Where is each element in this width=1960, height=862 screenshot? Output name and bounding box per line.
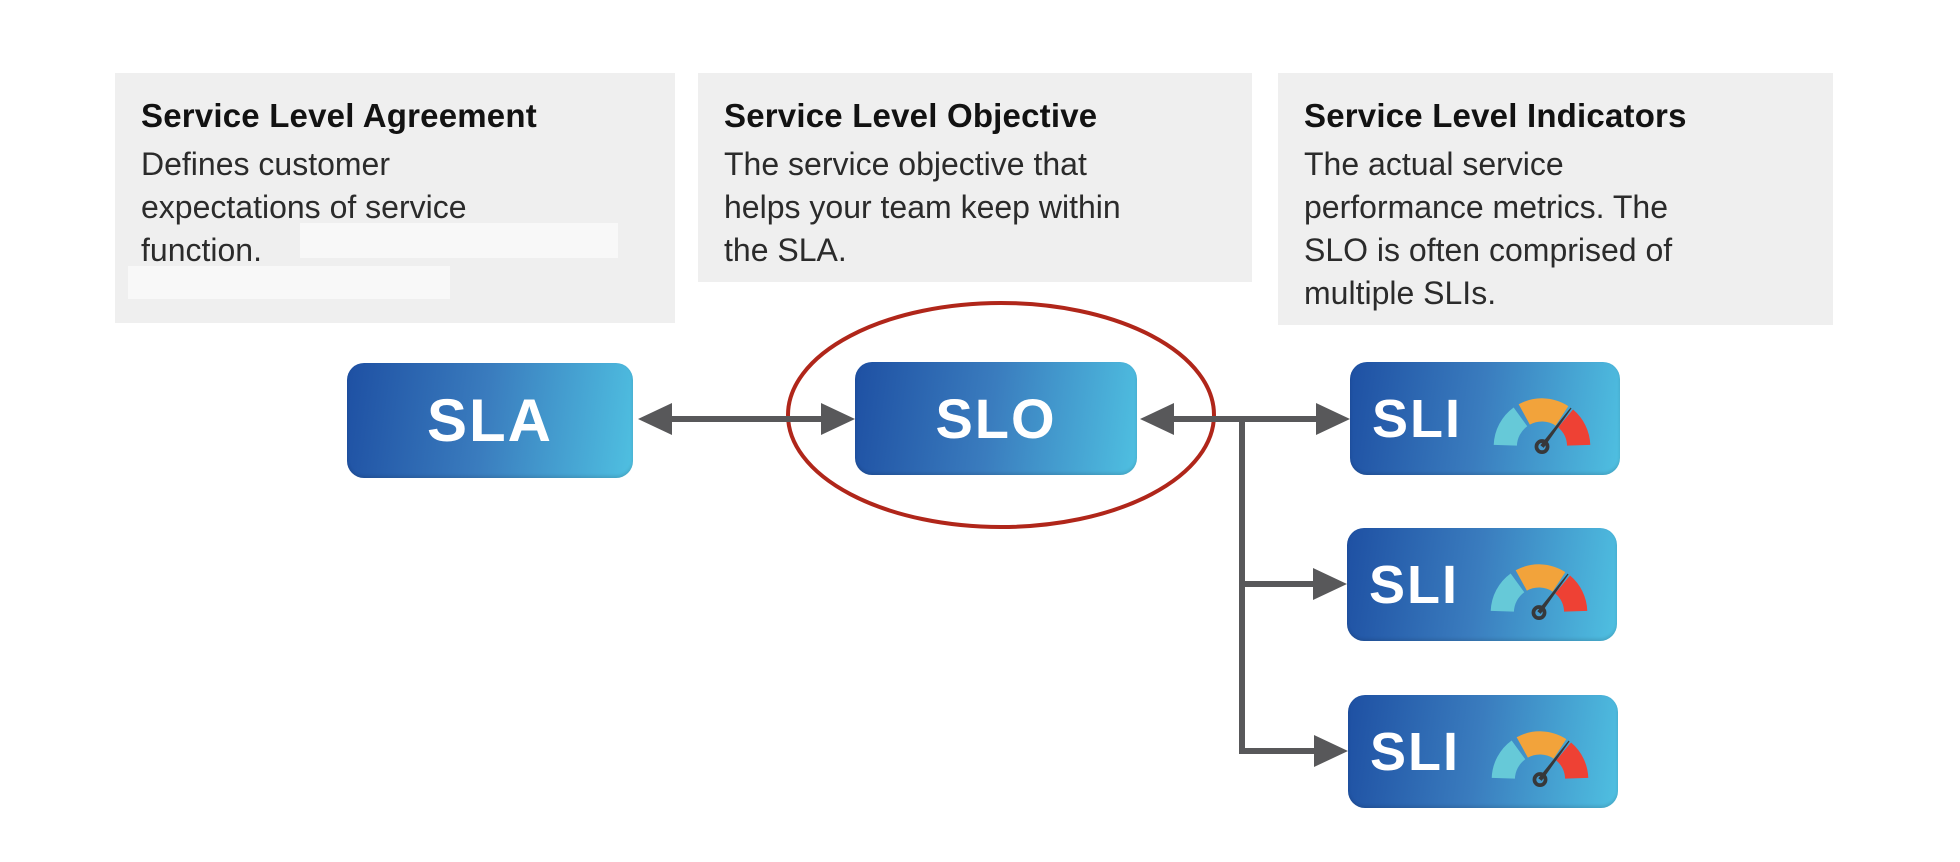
gauge-hub bbox=[1531, 605, 1547, 620]
card-body: The service objective that helps your te… bbox=[724, 146, 1121, 268]
redacted-text-bar bbox=[300, 223, 618, 258]
arrow-slo-sli-1 bbox=[1140, 403, 1350, 435]
gauge-hub bbox=[1534, 439, 1550, 454]
card-service-level-objective: Service Level Objective The service obje… bbox=[698, 73, 1252, 282]
card-service-level-agreement: Service Level Agreement Defines customer… bbox=[115, 73, 675, 323]
node-sli-3: SLI bbox=[1348, 695, 1618, 808]
node-sla: SLA bbox=[347, 363, 633, 478]
node-sli-label: SLI bbox=[1368, 554, 1459, 615]
gauge-needle bbox=[1537, 573, 1569, 614]
node-slo-label: SLO bbox=[935, 387, 1057, 450]
card-service-level-indicators: Service Level Indicators The actual serv… bbox=[1278, 73, 1833, 325]
node-sli-1: SLI bbox=[1350, 362, 1620, 475]
node-sli-label: SLI bbox=[1371, 388, 1462, 449]
node-sli-label: SLI bbox=[1369, 721, 1460, 782]
card-title: Service Level Agreement bbox=[141, 97, 537, 134]
card-title: Service Level Objective bbox=[724, 97, 1098, 134]
card-title: Service Level Indicators bbox=[1304, 97, 1687, 134]
arrow-branch-sli-3 bbox=[1239, 735, 1348, 767]
gauge-meter-icon bbox=[1491, 731, 1589, 787]
gauge-needle bbox=[1538, 740, 1570, 781]
arrow-sla-slo bbox=[638, 403, 855, 435]
gauge-meter-icon bbox=[1490, 564, 1588, 620]
gauge-needle bbox=[1540, 407, 1572, 448]
node-sli-2: SLI bbox=[1347, 528, 1617, 641]
card-body: The actual service performance metrics. … bbox=[1304, 146, 1673, 311]
gauge-hub bbox=[1532, 772, 1548, 787]
redacted-text-bar bbox=[128, 266, 450, 299]
node-sla-label: SLA bbox=[427, 387, 553, 454]
card-body: Defines customer expectations of service… bbox=[141, 146, 467, 268]
gauge-meter-icon bbox=[1493, 398, 1591, 454]
node-slo: SLO bbox=[855, 362, 1137, 475]
arrow-branch-sli-2 bbox=[1242, 568, 1347, 600]
